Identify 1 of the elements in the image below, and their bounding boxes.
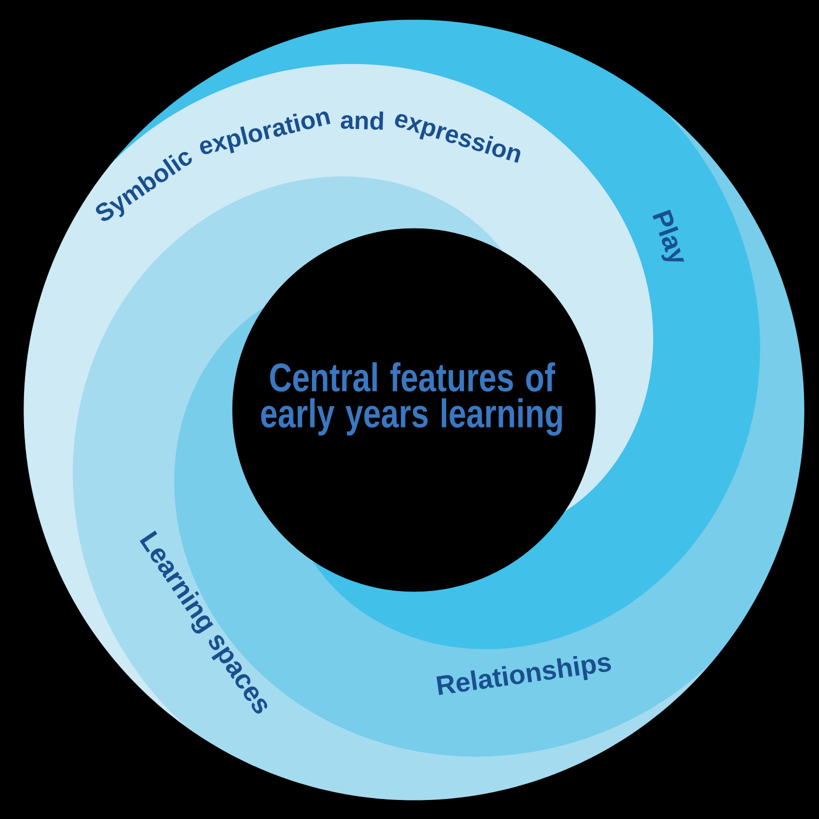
center-heading: Central features of early years learning — [261, 362, 562, 436]
